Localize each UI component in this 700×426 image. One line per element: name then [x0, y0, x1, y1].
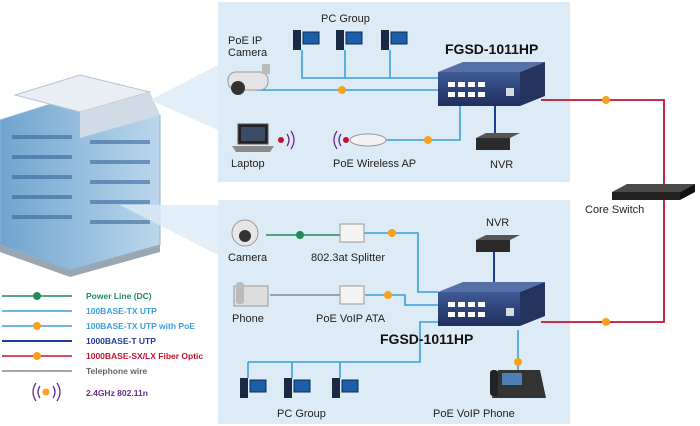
- label-ata: PoE VoIP ATA: [316, 313, 386, 325]
- wifi-legend-icon: [32, 382, 61, 402]
- laptop-icon: [232, 123, 274, 152]
- legend-label: Power Line (DC): [86, 291, 152, 301]
- label-pc-group-top: PC Group: [321, 13, 370, 25]
- building-illustration: [0, 74, 161, 277]
- legend-item-wifi: 2.4GHz 802.11n: [32, 382, 148, 402]
- nvr-bottom-icon: [476, 235, 520, 252]
- legend-item-fiber: 1000BASE-SX/LX Fiber Optic: [2, 351, 203, 361]
- dc-badge-bottom: [296, 231, 304, 239]
- legend-item-1000t: 1000BASE-T UTP: [2, 336, 156, 346]
- legend-label: 1000BASE-SX/LX Fiber Optic: [86, 351, 203, 361]
- label-camera-top-2: Camera: [228, 47, 268, 59]
- zoom-wedge-bottom: [120, 205, 218, 255]
- legend-item-telephone: Telephone wire: [2, 366, 148, 376]
- legend-item-100tx: 100BASE-TX UTP: [2, 306, 157, 316]
- switch-top-icon: [438, 62, 545, 106]
- poe-badge-top-ap: [424, 136, 432, 144]
- poe-badge-top-camera: [338, 86, 346, 94]
- fiber-badge-bottom: [602, 318, 610, 326]
- nvr-top-icon: [476, 133, 520, 150]
- legend-label: Telephone wire: [86, 366, 148, 376]
- label-pc-group-bottom: PC Group: [277, 408, 326, 420]
- label-switch-bottom: FGSD-1011HP: [380, 331, 473, 347]
- label-laptop: Laptop: [231, 158, 265, 170]
- wifi-laptop-icon: [278, 130, 295, 150]
- legend-label: 100BASE-TX UTP with PoE: [86, 321, 195, 331]
- core-switch-icon: [612, 184, 695, 200]
- label-ap: PoE Wireless AP: [333, 158, 416, 170]
- fiber-badge-top: [602, 96, 610, 104]
- wifi-ap-icon: [333, 130, 349, 150]
- pc-group-bottom: [240, 378, 359, 398]
- label-camera-bottom: Camera: [228, 252, 268, 264]
- phone-icon: [233, 282, 269, 307]
- label-camera-top-1: PoE IP: [228, 35, 262, 47]
- poe-badge-voip: [514, 358, 522, 366]
- legend: Power Line (DC) 100BASE-TX UTP 100BASE-T…: [2, 291, 203, 402]
- wireless-ap-icon: [349, 133, 387, 147]
- switch-bottom-icon: [438, 282, 545, 326]
- label-phone: Phone: [232, 313, 264, 325]
- ata-icon: [339, 285, 365, 305]
- camera-bottom-icon: [231, 219, 259, 247]
- camera-top-icon: [227, 64, 270, 95]
- legend-label: 100BASE-TX UTP: [86, 306, 157, 316]
- legend-label: 2.4GHz 802.11n: [86, 388, 148, 398]
- label-switch-top: FGSD-1011HP: [445, 41, 538, 57]
- label-nvr-bottom: NVR: [486, 217, 509, 229]
- legend-item-dc: Power Line (DC): [2, 291, 152, 301]
- splitter-icon: [339, 223, 365, 243]
- zoom-wedge-top: [150, 65, 218, 130]
- label-splitter: 802.3at Splitter: [311, 252, 385, 264]
- poe-badge-ata: [384, 291, 392, 299]
- legend-item-100tx-poe: 100BASE-TX UTP with PoE: [2, 321, 195, 331]
- legend-label: 1000BASE-T UTP: [86, 336, 156, 346]
- voip-phone-icon: [490, 370, 546, 398]
- label-voip-phone: PoE VoIP Phone: [433, 408, 515, 420]
- label-core-switch: Core Switch: [585, 204, 644, 216]
- poe-badge-splitter: [388, 229, 396, 237]
- label-nvr-top: NVR: [490, 159, 513, 171]
- pc-group-top: [293, 30, 408, 50]
